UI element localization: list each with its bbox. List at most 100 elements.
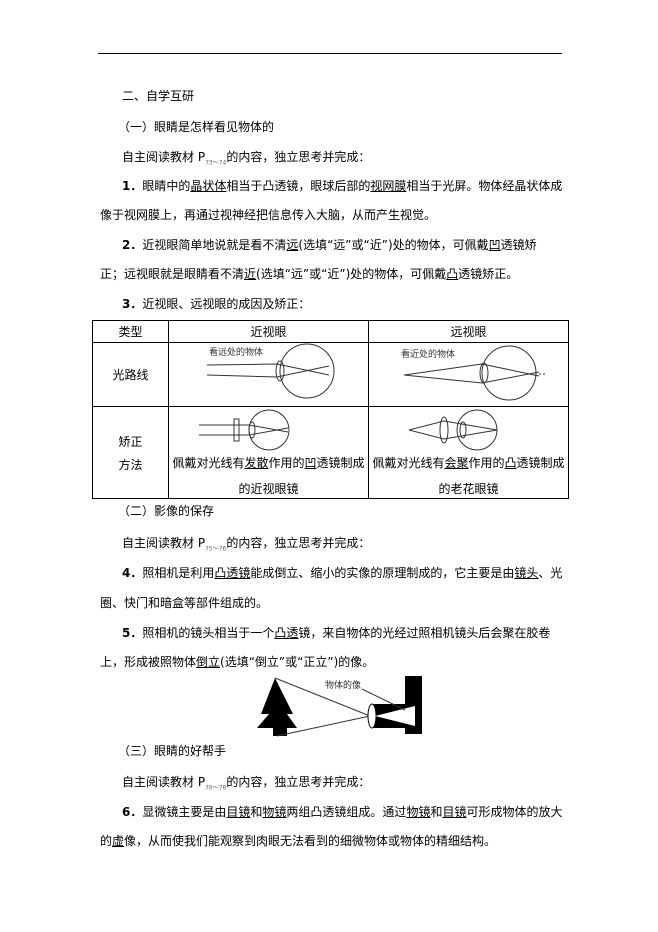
page-range: 73～74 [205,159,227,167]
text-segment: 正；远视眼就是眼睛看不清 [100,267,245,281]
text-segment: 相当于光屏。物体经晶状体成 [406,179,563,193]
text-segment: 近视眼、远视眼的成因及矫正： [142,297,311,311]
text-segment: 两组凸透镜组成。通过 [286,805,407,819]
text-segment: 照相机是利用 [142,566,215,580]
text-segment: 相当于凸透镜，眼球后部的 [226,179,371,193]
question-6: 6．显微镜主要是由目镜和物镜两组凸透镜组成。通过物镜和目镜可形成物体的放大 [122,804,563,820]
convex-lens-diagram [408,409,498,450]
text-segment: 近视眼简单地说就是看不清 [142,238,287,252]
answer-blank: 近 [244,267,257,281]
tree-icon [257,678,297,736]
text-segment: 佩戴对光线有 [372,455,445,470]
text-segment: 佩戴对光线有 [172,455,245,470]
myopia-fix-text: 佩戴对光线有发散作用的凹透镜制成 [169,454,368,471]
hyperopia-correction: 佩戴对光线有会聚作用的凸透镜制成 的老花眼镜 [368,406,569,499]
part-1-heading: （一）眼睛是怎样看见物体的 [118,120,275,134]
answer-blank: 物镜 [262,805,287,819]
camera-diagram: 物体的像 [257,676,422,737]
question-number: 6． [122,805,143,819]
text-segment: 作用的 [268,455,305,470]
myopia-diagram: 看远处的物体 [168,342,369,407]
answer-blank: 凸透 [274,626,299,640]
question-6-cont: 的虚像，从而使我们能观察到肉眼无法看到的细微物体或物体的精细结构。 [100,833,496,849]
section-title: 二、自学互研 [122,89,195,103]
text-segment: 可形成物体的放大 [466,805,563,819]
reading-suffix: 的内容，独立思考并完成： [226,775,371,789]
text-segment: 能成倒立、缩小的实像的原理制成的，它主要是由 [250,566,515,580]
question-number: 2． [122,238,143,252]
part-2-reading: 自主阅读教材 P75～76的内容，独立思考并完成： [122,535,370,557]
myopia-caption: 看远处的物体 [209,346,263,358]
hyperopia-fix-text-2: 的老花眼镜 [438,481,499,496]
hyperopia-caption: 看近处的物体 [401,348,455,360]
label-line-2: 方法 [118,457,143,472]
text-segment: (选填“远”或“近”)处的物体，可佩戴 [256,267,447,281]
page-range: 75～76 [205,545,227,553]
hyperopia-diagram: 看近处的物体 [368,342,569,407]
answer-blank: 凹 [488,238,501,252]
myopia-correction: 佩戴对光线有发散作用的凹透镜制成 的近视眼镜 [168,406,369,499]
text-segment: 照相机的镜头相当于一个 [142,626,275,640]
answer-blank: 发散 [244,455,269,470]
answer-blank: 会聚 [444,455,469,470]
text-segment: (选填“倒立”或“正立”)的像。 [220,655,375,669]
question-number: 3． [122,297,143,311]
text-segment: 透镜制成 [316,455,365,470]
answer-blank: 凹 [304,455,317,470]
header-hyperopia: 远视眼 [368,320,569,343]
part-3-heading: （三）眼睛的好帮手 [118,744,227,758]
reading-prefix: 自主阅读教材 P [122,536,206,550]
label-line-1: 矫正 [118,434,143,449]
header-myopia: 近视眼 [168,320,369,343]
answer-blank: 凸 [504,455,517,470]
reading-suffix: 的内容，独立思考并完成： [226,536,371,550]
answer-blank: 凸透镜 [214,566,251,580]
part-2-heading: （二）影像的保存 [118,504,215,518]
question-2-cont: 正；远视眼就是眼睛看不清近(选填“远”或“近”)处的物体，可佩戴凸透镜矫正。 [100,266,518,282]
answer-blank: 虚 [112,834,125,848]
eye-table: 类型 近视眼 远视眼 光路线 看远处的物体 看近处的物体 矫正方法 [92,320,569,499]
text-segment: 像，从而使我们能观察到肉眼无法看到的细微物体或物体的精细结构。 [124,834,497,848]
concave-lens-diagram [199,409,290,450]
text-segment: 上，形成被照物体 [100,655,197,669]
text-segment: 透镜矫 [500,238,537,252]
row-light-path-label: 光路线 [92,342,169,407]
question-3: 3．近视眼、远视眼的成因及矫正： [122,296,310,312]
text-segment: 和 [250,805,263,819]
answer-blank: 远 [286,238,299,252]
reading-prefix: 自主阅读教材 P [122,775,206,789]
question-number: 4． [122,566,143,580]
text-segment: 圈、快门和暗盒等部件组成的。 [100,596,269,610]
hyperopia-eye-diagram: 看近处的物体 [401,345,547,401]
text-segment: 和 [430,805,443,819]
question-1-cont: 像于视网膜上，再通过视神经把信息传入大脑，从而产生视觉。 [100,207,436,223]
hyperopia-fix-text: 佩戴对光线有会聚作用的凸透镜制成 [369,454,568,471]
header-type: 类型 [92,320,169,343]
reading-prefix: 自主阅读教材 P [122,150,206,164]
answer-blank: 镜头 [514,566,539,580]
row-correction-label: 矫正方法 [92,406,169,499]
answer-blank: 目镜 [442,805,467,819]
question-2: 2．近视眼简单地说就是看不清远(选填“远”或“近”)处的物体，可佩戴凹透镜矫 [122,237,537,253]
question-5-cont: 上，形成被照物体倒立(选填“倒立”或“正立”)的像。 [100,654,374,670]
answer-blank: 晶状体 [190,179,227,193]
myopia-eye-diagram: 看远处的物体 [206,343,335,399]
text-segment: 镜，来自物体的光经过照相机镜头后会聚在胶卷 [298,626,551,640]
text-segment: 眼睛中的 [142,179,191,193]
image-caption: 物体的像 [325,679,361,691]
text-segment: 的 [100,834,113,848]
text-segment: 像于视网膜上，再通过视神经把信息传入大脑，从而产生视觉。 [100,208,437,222]
answer-blank: 目镜 [226,805,251,819]
header-rule [98,53,562,54]
question-5: 5．照相机的镜头相当于一个凸透镜，来自物体的光经过照相机镜头后会聚在胶卷 [122,625,550,641]
question-1: 1．眼睛中的晶状体相当于凸透镜，眼球后部的视网膜相当于光屏。物体经晶状体成 [122,178,562,194]
text-segment: 透镜制成 [516,455,565,470]
text-segment: (选填“远”或“近”)处的物体，可佩戴 [298,238,489,252]
question-4-cont: 圈、快门和暗盒等部件组成的。 [100,595,268,611]
text-segment: 透镜矫正。 [458,267,519,281]
myopia-fix-text-2: 的近视眼镜 [238,481,299,496]
question-number: 5． [122,626,143,640]
part-1-reading: 自主阅读教材 P73～74的内容，独立思考并完成： [122,149,370,171]
answer-blank: 视网膜 [370,179,407,193]
